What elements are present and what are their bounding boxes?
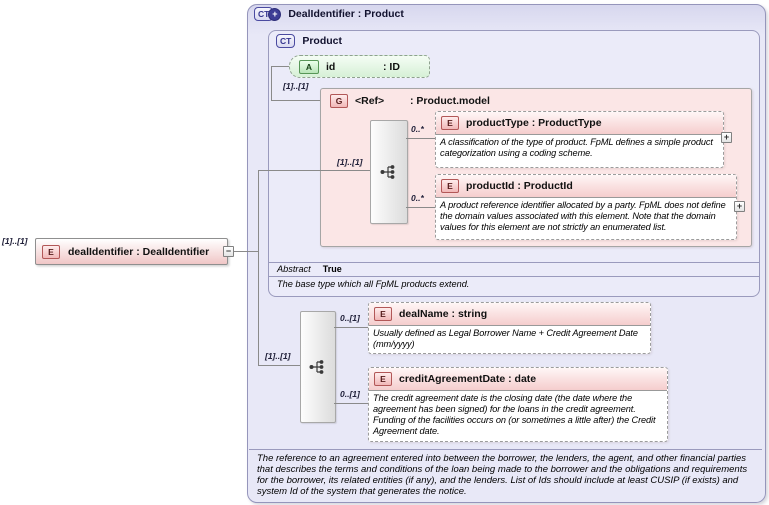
element-header: E dealName : string xyxy=(369,303,650,326)
complextype-header: CT + DealIdentifier : Product xyxy=(254,7,404,21)
connector-line xyxy=(271,66,272,101)
element-dealidentifier-root[interactable]: E dealIdentifier : DealIdentifier xyxy=(35,238,228,265)
connector-line xyxy=(234,251,258,252)
collapse-button-dealidentifier[interactable]: − xyxy=(223,246,234,257)
cardinality-label: [1]..[1] xyxy=(337,157,363,167)
sequence-compositor-product-model[interactable] xyxy=(370,120,408,224)
element-annotation: A classification of the type of product.… xyxy=(440,137,713,158)
attribute-icon: A xyxy=(299,59,319,74)
cardinality-label: 0..[1] xyxy=(340,313,360,323)
complextype-title: DealIdentifier : Product xyxy=(288,8,404,20)
expand-button-producttype[interactable]: + xyxy=(721,132,732,143)
cardinality-label: 0..[1] xyxy=(340,389,360,399)
element-creditagreementdate[interactable]: E creditAgreementDate : date The credit … xyxy=(368,367,668,442)
element-title: creditAgreementDate : date xyxy=(399,373,537,385)
connector-line xyxy=(334,403,368,404)
abstract-label: Abstract xyxy=(277,264,311,274)
element-annotation: The credit agreement date is the closing… xyxy=(373,393,656,436)
element-icon: E xyxy=(374,307,392,321)
extension-plus-icon: + xyxy=(268,7,282,21)
element-title: productType : ProductType xyxy=(466,117,602,129)
divider xyxy=(249,449,762,450)
cardinality-label: 0..* xyxy=(411,193,424,203)
element-header: E creditAgreementDate : date xyxy=(369,368,667,391)
divider xyxy=(269,262,759,263)
element-icon: E xyxy=(441,179,459,193)
group-type: : Product.model xyxy=(410,95,490,107)
basetype-title: Product xyxy=(302,35,343,47)
group-name: <Ref> xyxy=(355,95,385,107)
element-icon: E xyxy=(42,244,60,259)
abstract-property-row: Abstract True xyxy=(277,264,342,274)
product-annotation: The base type which all FpML products ex… xyxy=(277,279,470,289)
sequence-icon xyxy=(380,165,395,179)
expand-button-productid[interactable]: + xyxy=(734,201,745,212)
dealidentifier-annotation: The reference to an agreement entered in… xyxy=(257,453,748,497)
group-header: G <Ref> : Product.model xyxy=(330,94,490,108)
connector-line xyxy=(406,138,435,139)
element-annotation: Usually defined as Legal Borrower Name +… xyxy=(373,328,638,349)
connector-line xyxy=(271,66,289,67)
ct-badge: CT xyxy=(276,34,296,48)
element-icon: E xyxy=(441,116,459,130)
attribute-id[interactable]: A id : ID xyxy=(289,55,430,78)
element-title: productId : ProductId xyxy=(466,180,573,192)
element-header: E productId : ProductId xyxy=(436,175,736,198)
basetype-header: CT Product xyxy=(276,34,342,48)
connector-line xyxy=(258,170,259,366)
cardinality-label: [1]..[1] xyxy=(265,351,291,361)
group-icon: G xyxy=(330,94,348,108)
cardinality-label: 0..* xyxy=(411,124,424,134)
sequence-compositor-extension[interactable] xyxy=(300,311,336,423)
attribute-name: id xyxy=(326,60,336,73)
connector-line xyxy=(406,207,435,208)
element-title: dealIdentifier : DealIdentifier xyxy=(68,245,210,258)
element-title: dealName : string xyxy=(399,308,488,320)
sequence-icon xyxy=(309,360,324,374)
complex-type-extension-icon: CT + xyxy=(254,7,282,21)
element-producttype[interactable]: E productType : ProductType A classifica… xyxy=(435,111,724,168)
element-icon: E xyxy=(374,372,392,386)
cardinality-label: [1]..[1] xyxy=(283,81,309,91)
element-productid[interactable]: E productId : ProductId A product refere… xyxy=(435,174,737,240)
cardinality-label: [1]..[1] xyxy=(2,236,28,246)
element-annotation: A product reference identifier allocated… xyxy=(440,200,726,232)
element-header: E productType : ProductType xyxy=(436,112,723,135)
attribute-type: : ID xyxy=(383,60,400,73)
element-dealname[interactable]: E dealName : string Usually defined as L… xyxy=(368,302,651,354)
connector-line xyxy=(259,170,370,171)
connector-line xyxy=(271,100,320,101)
abstract-value: True xyxy=(322,264,342,274)
divider xyxy=(269,276,759,277)
connector-line xyxy=(334,327,368,328)
connector-line xyxy=(259,365,300,366)
